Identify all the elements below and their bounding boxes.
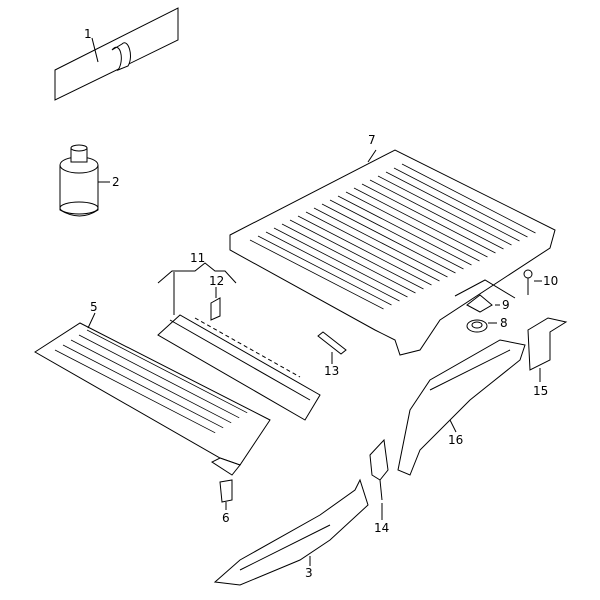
part-6-bracket xyxy=(219,479,233,503)
callout-12: 12 xyxy=(209,274,225,288)
callout-2: 2 xyxy=(112,175,120,189)
part-15-bracket xyxy=(527,317,568,371)
floor-rib xyxy=(257,235,392,306)
callout-10: 10 xyxy=(543,274,559,288)
floor-rib xyxy=(265,231,400,302)
floor-rib xyxy=(313,207,448,278)
callout-11: 11 xyxy=(190,251,206,265)
part-16-wheel-housing xyxy=(397,339,526,476)
part-3-side-member xyxy=(213,478,369,586)
floor-rib xyxy=(393,167,528,238)
callout-7: 7 xyxy=(368,133,376,147)
part-11-cross-member xyxy=(157,314,321,421)
part-12-bracket xyxy=(210,297,221,321)
floor-rib xyxy=(297,215,432,286)
floor-rib xyxy=(377,175,512,246)
callout-15: 15 xyxy=(533,384,549,398)
floor-rib xyxy=(70,339,232,424)
floor-rib xyxy=(369,179,504,250)
callout-1: 1 xyxy=(84,27,92,41)
floor-rib xyxy=(401,163,536,234)
floor-rib xyxy=(289,219,424,290)
part-14-bracket xyxy=(369,438,389,501)
floor-rib xyxy=(249,239,384,310)
part-13-pin xyxy=(317,331,347,355)
part-10-screw xyxy=(523,269,533,295)
callout-14: 14 xyxy=(374,521,390,535)
floor-rib xyxy=(281,223,416,294)
part-7-floor-panel xyxy=(229,149,556,356)
floor-rib xyxy=(86,329,248,414)
part-8-grommet xyxy=(466,319,488,333)
floor-rib xyxy=(305,211,440,282)
callout-8: 8 xyxy=(500,316,508,330)
floor-rib xyxy=(78,334,240,419)
floor-rib xyxy=(62,344,224,429)
part-5-rear-floor xyxy=(34,322,271,476)
part-9-clip xyxy=(466,294,493,313)
callout-5: 5 xyxy=(90,300,98,314)
callout-9: 9 xyxy=(502,298,510,312)
callout-6: 6 xyxy=(222,511,230,525)
floor-rib xyxy=(361,183,496,254)
floor-rib xyxy=(54,349,216,434)
floor-rib xyxy=(337,195,472,266)
floor-rib xyxy=(385,171,520,242)
callout-16: 16 xyxy=(448,433,464,447)
part-1-tape xyxy=(54,7,179,101)
floor-rib xyxy=(321,203,456,274)
floor-rib xyxy=(273,227,408,298)
floor-rib xyxy=(353,187,488,258)
floor-rib xyxy=(329,199,464,270)
floor-rib xyxy=(345,191,480,262)
callout-3: 3 xyxy=(305,566,313,580)
part-2-can xyxy=(59,144,99,217)
callout-13: 13 xyxy=(324,364,340,378)
